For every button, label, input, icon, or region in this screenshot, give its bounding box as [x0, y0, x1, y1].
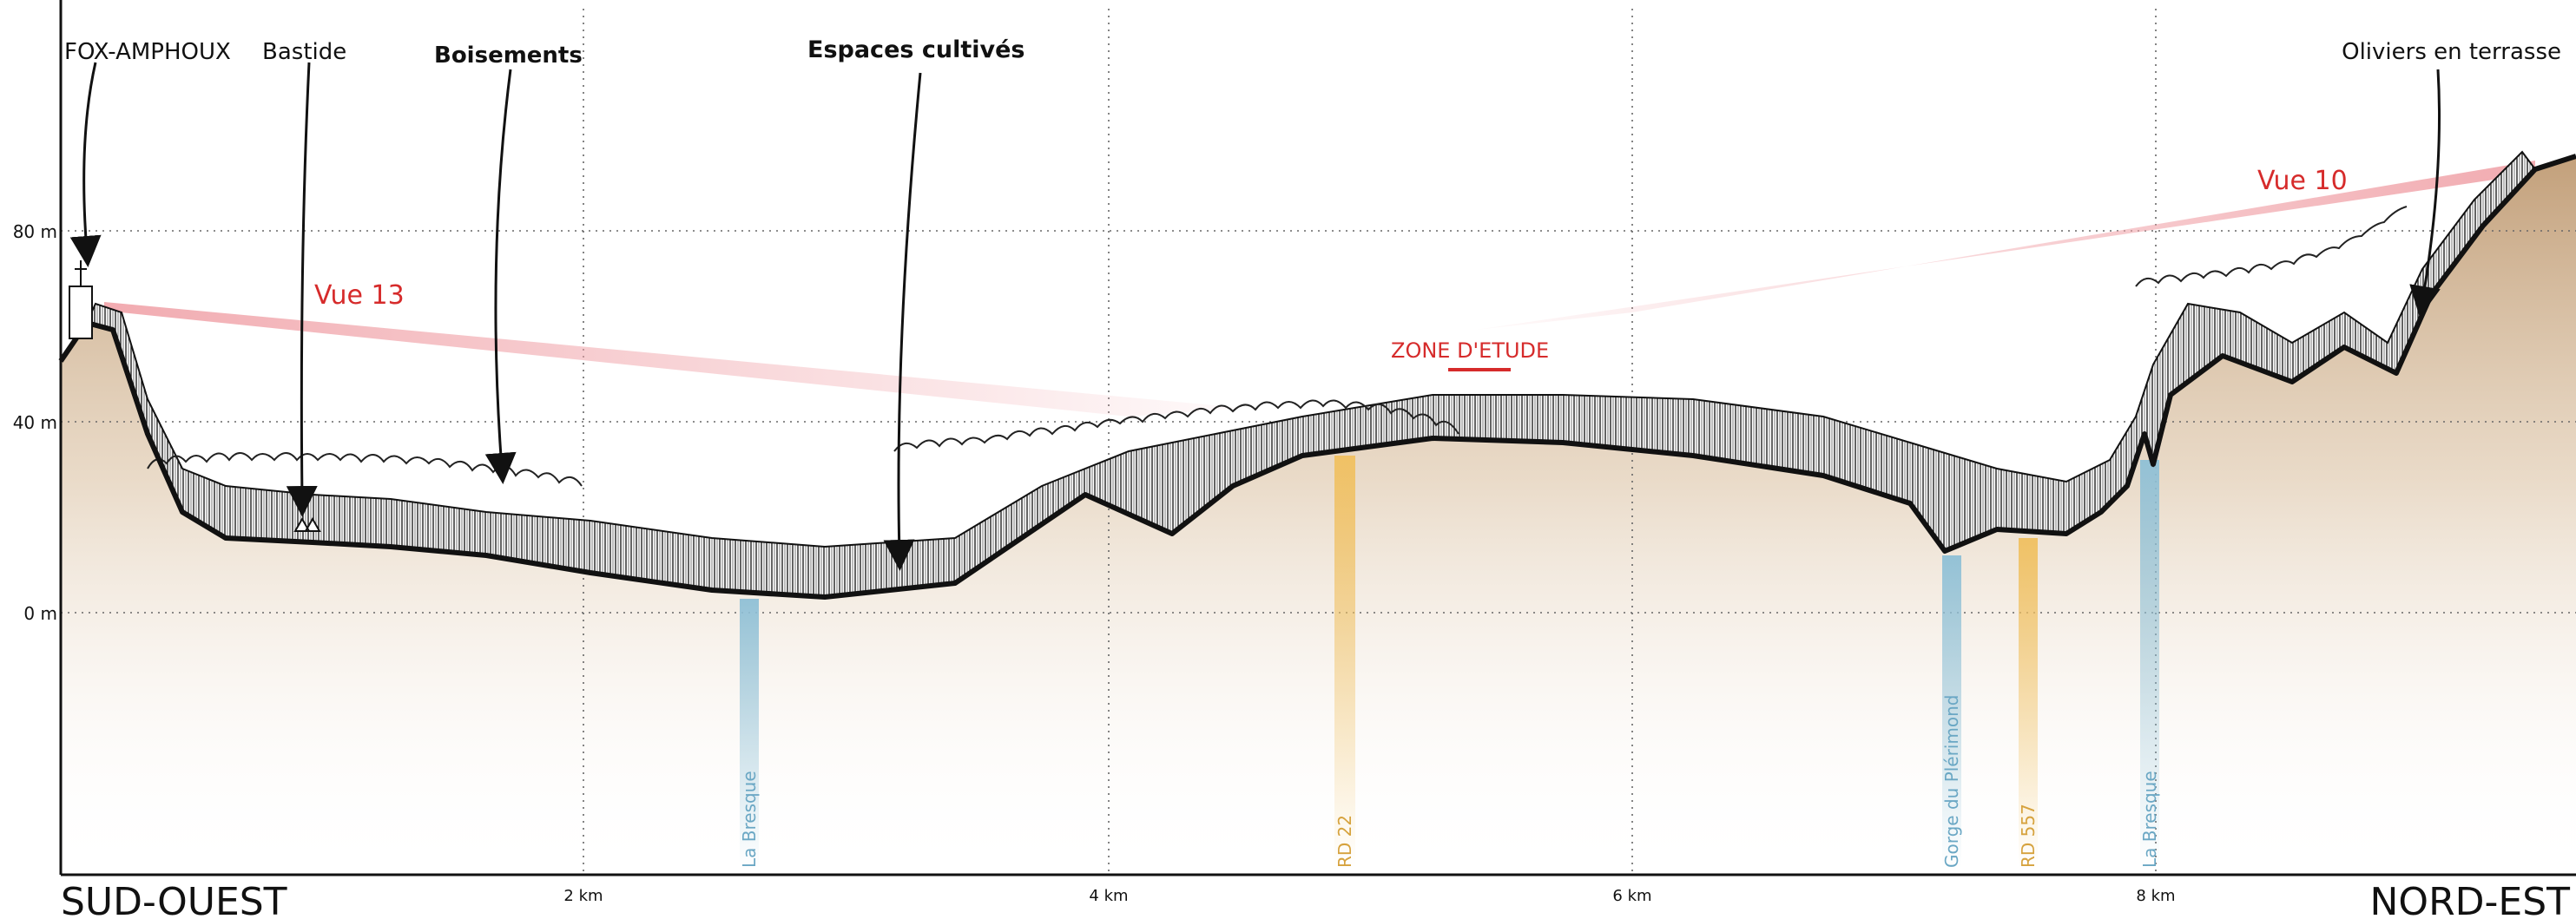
crossing-label-la-bresque-1: La Bresque	[739, 771, 760, 868]
crossing-band-rd22	[1334, 456, 1355, 868]
annotation-boisements: Boisements	[434, 43, 583, 69]
annotation-fox-amphoux: FOX-AMPHOUX	[64, 39, 231, 65]
crossing-band-rd557	[2019, 538, 2038, 868]
annotation-espaces-cultives: Espaces cultivés	[807, 36, 1024, 63]
bastide-house-icon	[293, 516, 321, 532]
crossing-band-gorge	[1942, 555, 1961, 868]
x-tick-6km: 6 km	[1612, 887, 1651, 905]
y-tick-40: 40 m	[13, 412, 57, 433]
view-cone-13	[104, 302, 1242, 417]
crossing-label-gorge: Gorge du Plérimond	[1941, 695, 1962, 868]
terrain-profile-line	[58, 154, 2576, 600]
church-icon	[69, 260, 93, 339]
crossing-band-la-bresque-2	[2140, 460, 2159, 868]
y-tick-0: 0 m	[23, 603, 57, 624]
x-tick-8km: 8 km	[2136, 887, 2175, 905]
crossing-label-rd22: RD 22	[1334, 815, 1355, 868]
x-tick-2km: 2 km	[563, 887, 603, 905]
crossing-band-la-bresque-1	[740, 599, 759, 868]
direction-label-nord-est: NORD-EST	[2370, 880, 2571, 919]
view-cone-10	[1476, 161, 2535, 330]
x-tick-4km: 4 km	[1089, 887, 1128, 905]
annotation-leaders	[69, 62, 2441, 571]
annotation-zone-etude: ZONE D'ETUDE	[1391, 338, 1549, 363]
y-tick-labels: 80 m 40 m 0 m	[13, 221, 57, 624]
crossing-label-rd557: RD 557	[2018, 804, 2039, 868]
view-label-vue-10: Vue 10	[2257, 166, 2348, 196]
x-tick-labels: 2 km 4 km 6 km 8 km	[563, 887, 2175, 905]
annotation-oliviers-en-terrasse: Oliviers en terrasse	[2342, 39, 2561, 65]
y-tick-80: 80 m	[13, 221, 57, 242]
view-label-vue-13: Vue 13	[314, 280, 405, 311]
annotation-bastide: Bastide	[262, 39, 346, 65]
direction-label-sud-ouest: SUD-OUEST	[61, 880, 287, 919]
crossing-label-la-bresque-2: La Bresque	[2139, 771, 2160, 868]
